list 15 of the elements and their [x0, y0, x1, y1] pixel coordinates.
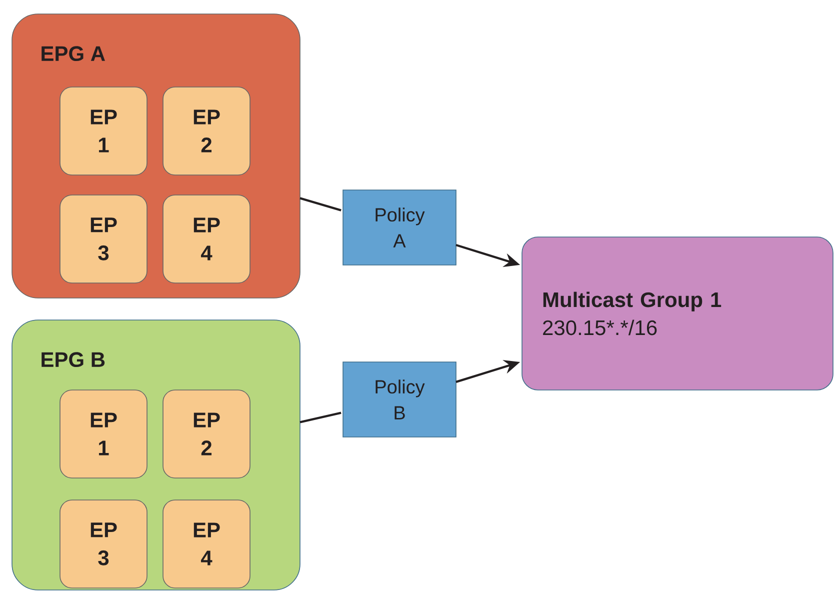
connector-line: [300, 197, 342, 212]
policy-box: Policy A: [342, 190, 456, 266]
endpoint-box: EP 3: [60, 194, 148, 284]
policy-box: Policy B: [342, 362, 456, 438]
endpoint-box: EP 3: [60, 500, 148, 588]
endpoint-box: EP 4: [162, 500, 250, 588]
endpoint-box: EP 4: [162, 194, 250, 284]
group-label: EPG A: [42, 46, 105, 62]
endpoint-box: EP 2: [162, 390, 250, 478]
endpoint-box: EP 1: [60, 390, 148, 478]
connector-line: [300, 412, 342, 424]
endpoint-box: EP 1: [60, 86, 148, 176]
multicast-group-box: Multicast Group 1 230.15*.*/16: [522, 236, 834, 390]
endpoint-box: EP 2: [162, 86, 250, 176]
group-label: EPG B: [42, 352, 105, 368]
